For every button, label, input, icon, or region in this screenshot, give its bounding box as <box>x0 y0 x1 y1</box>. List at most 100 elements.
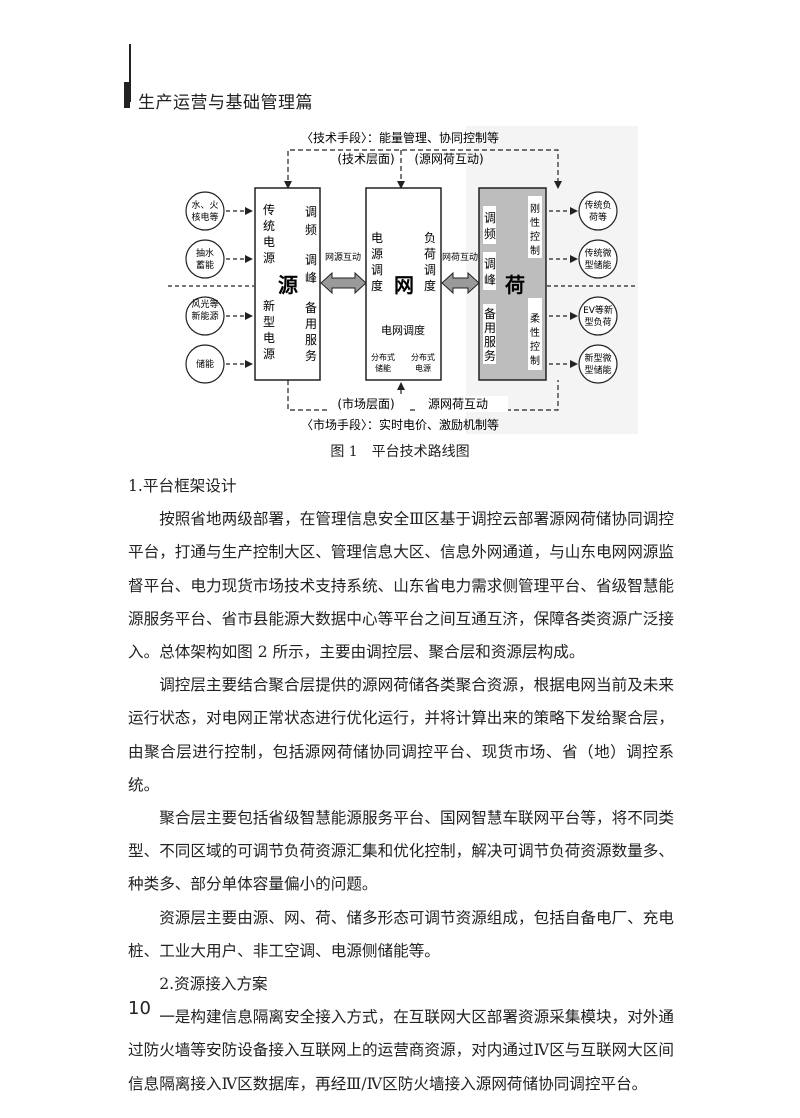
roadmap-diagram: 〈技术手段〉：能量管理、协同控制等 (技术层面) (源网荷互动) 传 统 电 源… <box>168 126 638 434</box>
source-freq-1: 调 <box>305 205 317 219</box>
tech-means-label: 〈技术手段〉：能量管理、协同控制等 <box>301 130 499 145</box>
load-flex-2: 性 <box>530 326 540 339</box>
source-box <box>254 187 321 381</box>
section-heading: 2.资源接入方案 <box>159 975 268 994</box>
load-backup-4: 务 <box>484 348 496 363</box>
grid-load-1: 负 <box>424 231 436 245</box>
paragraph: 资源层主要由源、网、荷、储多形态可调节资源组成，包括自备电厂、充电桩、工业大用户… <box>128 908 674 960</box>
paragraph: 按照省地两级部署，在管理信息安全Ⅲ区基于调控云部署源网荷储协同调控平台，打通与生… <box>128 510 674 662</box>
load-freq-2: 频 <box>484 227 496 241</box>
source-new-4: 源 <box>263 347 275 361</box>
running-header: 生产运营与基础管理篇 <box>138 93 313 113</box>
load-peak-panel <box>483 252 496 290</box>
source-backup-4: 务 <box>305 348 317 363</box>
source-traditional-4: 源 <box>263 251 275 265</box>
svg-text:传统微: 传统微 <box>584 247 611 259</box>
paragraph: 调控层主要结合聚合层提供的源网荷储各类聚合资源，根据电网当前及未来运行状态，对电… <box>128 676 674 794</box>
source-backup-3: 服 <box>305 333 317 347</box>
section-heading: 1.平台框架设计 <box>128 477 237 495</box>
dist-power-2: 电源 <box>415 363 431 373</box>
source-big-label: 源 <box>278 273 298 297</box>
market-layer-label: (市场层面) <box>337 396 394 411</box>
grid-load-3: 调 <box>424 263 436 277</box>
load-freq-panel <box>483 206 496 244</box>
svg-text:储能: 储能 <box>196 358 214 370</box>
grid-load-4: 度 <box>424 278 436 293</box>
dist-storage-1: 分布式 <box>371 352 395 362</box>
grid-power-1: 电 <box>371 231 383 245</box>
arrow-right-label: 网荷互动 <box>442 252 478 263</box>
dist-power-1: 分布式 <box>411 352 435 362</box>
grid-power-4: 度 <box>371 278 383 293</box>
svg-text:抽水: 抽水 <box>196 247 214 259</box>
load-backup-panel <box>483 304 496 364</box>
svg-text:型储能: 型储能 <box>584 364 611 376</box>
svg-text:新型微: 新型微 <box>584 352 611 364</box>
source-grid-arrow <box>320 271 367 295</box>
source-freq-2: 频 <box>305 223 317 237</box>
load-rigid-4: 制 <box>530 244 540 257</box>
body-text: 1.平台框架设计 按照省地两级部署，在管理信息安全Ⅲ区基于调控云部署源网荷储协同… <box>128 470 674 1101</box>
header-rule <box>129 44 131 102</box>
node-ev-load <box>578 296 618 336</box>
node-pumped-storage <box>185 239 225 279</box>
svg-text:型储能: 型储能 <box>584 259 611 271</box>
page-number: 10 <box>128 998 151 1019</box>
load-rigid-2: 性 <box>530 216 540 229</box>
svg-text:蓄能: 蓄能 <box>196 259 214 271</box>
load-rigid-1: 刚 <box>530 203 540 215</box>
node-traditional-load <box>578 191 618 231</box>
source-new-1: 新 <box>263 298 275 313</box>
source-new-2: 型 <box>263 315 275 329</box>
svg-text:新能源: 新能源 <box>191 310 218 322</box>
figure-caption: 图 1 平台技术路线图 <box>330 444 470 460</box>
node-hydro-thermal-nuclear <box>185 191 225 231</box>
load-freq-1: 调 <box>484 211 496 225</box>
grid-power-3: 调 <box>371 263 383 277</box>
source-backup-2: 用 <box>305 317 317 331</box>
header-marker <box>124 82 130 108</box>
grid-dispatch-label: 电网调度 <box>381 323 425 337</box>
load-flex-1: 柔 <box>530 313 540 325</box>
grid-power-2: 源 <box>371 247 383 261</box>
tech-interact-label: (源网荷互动) <box>414 152 483 166</box>
grid-load-2: 荷 <box>424 247 436 261</box>
paragraph: 聚合层主要包括省级智慧能源服务平台、国网智慧车联网平台等，将不同类型、不同区域的… <box>128 809 674 894</box>
load-peak-1: 调 <box>484 257 496 271</box>
load-flex-4: 制 <box>530 354 540 367</box>
node-storage <box>185 344 225 384</box>
top-loop-connector <box>287 149 562 189</box>
grid-load-arrow <box>441 271 480 295</box>
figure-platform-roadmap: 〈技术手段〉：能量管理、协同控制等 (技术层面) (源网荷互动) 传 统 电 源… <box>168 126 638 434</box>
load-flexible-panel <box>528 298 542 370</box>
market-means-label: 〈市场手段〉：实时电价、激励机制等 <box>301 417 499 432</box>
grid-box <box>365 187 442 381</box>
load-peak-2: 峰 <box>484 273 496 287</box>
source-traditional-3: 电 <box>263 235 275 249</box>
svg-text:水、火: 水、火 <box>191 199 218 211</box>
paragraph: 一是构建信息隔离安全接入方式，在互联网大区部署资源采集模块，对外通过防火墙等安防… <box>128 1008 674 1093</box>
load-backup-2: 用 <box>484 321 496 335</box>
right-dashed-links <box>547 207 638 368</box>
market-interact-label: 源网荷互动 <box>428 397 488 411</box>
svg-text:风光等: 风光等 <box>191 298 218 310</box>
grid-big-label: 网 <box>394 273 414 297</box>
source-peak-2: 峰 <box>305 271 317 285</box>
node-traditional-micro-storage <box>578 239 618 279</box>
source-backup-1: 备 <box>305 301 317 315</box>
left-dashed-links <box>168 207 254 368</box>
source-peak-1: 调 <box>305 253 317 267</box>
svg-text:荷等: 荷等 <box>589 211 607 223</box>
svg-text:EV等新: EV等新 <box>583 304 613 316</box>
load-rigid-panel <box>528 196 542 258</box>
svg-text:传统负: 传统负 <box>584 199 611 211</box>
tech-layer-label: (技术层面) <box>337 152 394 166</box>
load-backup-1: 备 <box>484 307 496 321</box>
source-new-3: 电 <box>263 331 275 345</box>
load-flex-3: 控 <box>530 340 540 353</box>
load-backup-3: 服 <box>484 335 496 349</box>
node-new-micro-storage <box>578 344 618 384</box>
svg-text:核电等: 核电等 <box>191 211 218 223</box>
arrow-left-label: 网源互动 <box>325 252 361 263</box>
source-traditional-2: 统 <box>263 219 275 233</box>
